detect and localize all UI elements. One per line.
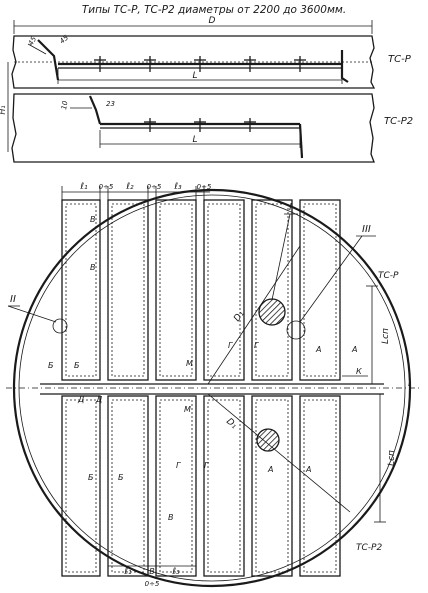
dim-l1-bottom: ℓ₁ — [123, 567, 132, 577]
angle-label-a: 45 — [27, 35, 39, 47]
dim-l3-bottom: ℓ₃ — [171, 567, 180, 577]
mark-d-2: Д — [95, 395, 102, 404]
callout-1: I — [289, 202, 292, 213]
manhole-lower — [257, 429, 279, 451]
diameter-lower: D₁ — [224, 417, 239, 432]
dim-lsp-upper: Lсп — [381, 328, 391, 344]
mark-g-3: Г — [176, 461, 181, 470]
dim-k: К — [356, 367, 362, 376]
dim-label-23: 23 — [106, 100, 115, 108]
mark-bb-3: Б — [88, 473, 94, 482]
plan-view: ℓ₁ 0÷5 ℓ₂ 0÷5 ℓ₃ 0÷5 — [6, 182, 420, 588]
mark-bb-1: Б — [48, 361, 54, 370]
mark-b-3: В — [168, 513, 174, 522]
mark-g-2: Г — [254, 341, 259, 350]
mark-bb-4: Б — [118, 473, 124, 482]
mark-g-1: Г — [228, 341, 233, 350]
type-label-plan-lower: ТС-Р2 — [356, 543, 382, 553]
section-view-bottom: 10 23 L ТС-Р2 — [11, 93, 413, 163]
mark-a-1: А — [315, 345, 321, 354]
type-label-top: ТС-Р — [388, 54, 412, 65]
mark-a-3: А — [267, 465, 273, 474]
callout-2: II — [10, 294, 16, 305]
mark-bb-2: Б — [74, 361, 80, 370]
mark-b-1: В — [90, 215, 96, 224]
dim-gap3-top: 0÷5 — [197, 183, 212, 191]
section-marks: В В В Б Б Б Б Г Г Г Г А А А А М М Д Д — [48, 215, 357, 522]
mark-m-2: М — [184, 405, 191, 414]
dim-l3-top: ℓ₃ — [173, 182, 182, 192]
manhole-upper — [259, 299, 285, 325]
dim-label-10: 10 — [60, 100, 70, 111]
axis-label: I — [408, 378, 411, 389]
dim-b-bottom: В — [149, 567, 155, 576]
mark-a-4: А — [305, 465, 311, 474]
lower-panels — [61, 395, 341, 577]
dim-l2-top: ℓ₂ — [125, 182, 134, 192]
bottom-dimension-chain: ℓ₁ В ℓ₃ 0÷5 — [107, 558, 197, 588]
mark-b-2: В — [90, 263, 96, 272]
callout-3: III — [362, 224, 371, 235]
dim-gap2-top: 0÷5 — [147, 183, 162, 191]
dim-l1-top: ℓ₁ — [79, 182, 88, 192]
type-label-bottom: ТС-Р2 — [384, 116, 413, 127]
upper-panels — [61, 199, 341, 381]
mark-d-1: Д — [77, 395, 84, 404]
dim-lsp-lower: Lсп — [387, 450, 397, 466]
dim-span-l-bottom: L — [192, 135, 197, 145]
mark-a-2: А — [351, 345, 357, 354]
dim-overall-d: D — [209, 16, 216, 26]
dim-height-h1: H₁ — [0, 105, 7, 114]
drawing-title: Типы ТС-Р, ТС-Р2 диаметры от 2200 до 360… — [82, 4, 346, 16]
mark-g-4: Г — [204, 461, 209, 470]
dim-gap-bottom: 0÷5 — [145, 580, 160, 588]
dim-gap1-top: 0÷5 — [99, 183, 114, 191]
angle-label-b: 45 — [58, 33, 70, 45]
section-view-top: D H₁ 45 45 L ТС-Р — [0, 16, 412, 152]
type-label-plan-upper: ТС-Р — [378, 271, 399, 281]
mark-m-1: М — [186, 359, 193, 368]
dim-span-l-top: L — [192, 71, 197, 81]
